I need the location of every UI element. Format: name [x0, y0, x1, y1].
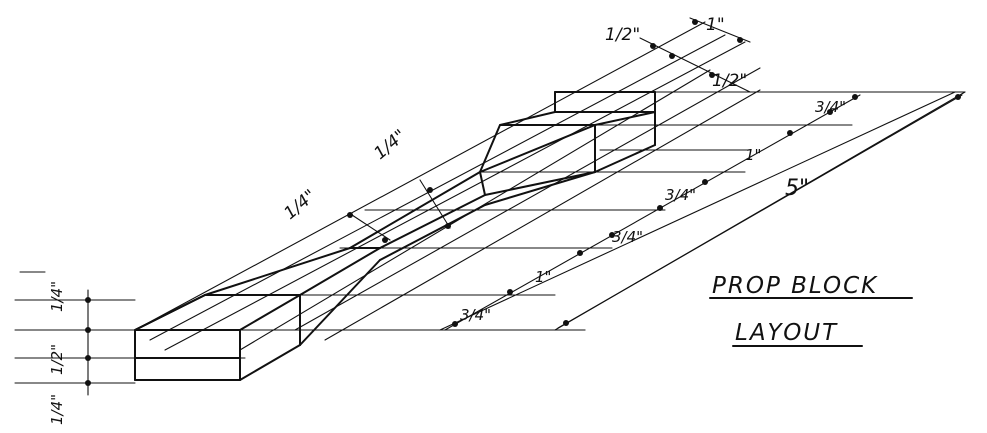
dim-top-right-half: 1/2" [712, 71, 747, 91]
arrow-dots [85, 19, 961, 386]
dim-total-length: 5" [785, 176, 809, 201]
dim-mid-quarter-lower: 1/4" [280, 186, 320, 224]
title-line-1: PROP BLOCK [712, 273, 878, 299]
dim-base-c: 3/4" [612, 228, 643, 246]
dim-base-d: 3/4" [665, 186, 696, 204]
dim-base-e: 1" [745, 146, 761, 164]
dim-base-a: 3/4" [460, 306, 491, 324]
dim-height-top: 1/4" [48, 281, 66, 312]
dim-top-width-half: 1/2" [605, 25, 640, 45]
dim-height-middle: 1/2" [48, 344, 66, 375]
dim-top-width-one: 1" [706, 15, 725, 35]
dim-mid-quarter-upper: 1/4" [370, 126, 410, 164]
prop-block-outline [134, 91, 656, 381]
dim-base-f: 3/4" [815, 98, 846, 116]
dim-base-b: 1" [535, 268, 551, 286]
drawing-title: PROP BLOCK LAYOUT [709, 273, 913, 347]
dim-height-bottom: 1/4" [48, 394, 66, 425]
guide-lines [14, 21, 966, 384]
title-line-2: LAYOUT [735, 320, 838, 346]
dimension-labels: 1/2" 1" 1/2" 1/4" 1/4" 3/4" 1" 3/4" 3/4"… [48, 15, 846, 425]
